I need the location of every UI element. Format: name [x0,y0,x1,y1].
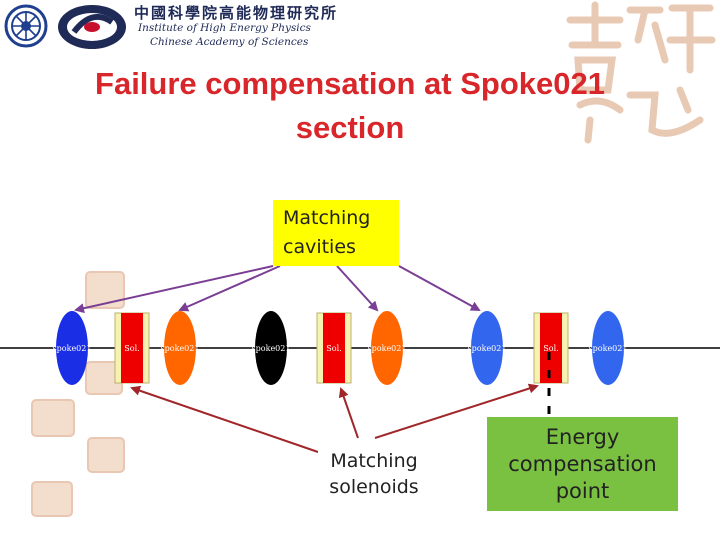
cavity-label: spoke021 [53,344,92,353]
matching-cavities-label: Matching cavities [273,200,399,266]
solenoid-core [121,313,143,383]
cavity-shape [56,311,88,385]
cas-seal-logo [4,4,48,48]
spoke-cavity-4: spoke021 [252,311,291,385]
calligraphy-decoration [566,1,716,144]
spoke-cavity-6: spoke021 [368,311,407,385]
cavity-shape [164,311,196,385]
solenoid-2: Sol. [114,312,150,384]
spoke-cavity-1: spoke021 [53,311,92,385]
arrow-to-cavity-3 [178,265,281,312]
solenoid-label: Sol. [543,344,558,353]
solenoid-label: Sol. [124,344,139,353]
title-line-2: section [295,110,405,145]
arrow-to-cavity-6 [336,265,379,312]
cavity-label: spoke021 [161,344,200,353]
cavity-shape [592,311,624,385]
arrow-to-solenoid-1 [130,385,319,453]
title-line-1: Failure compensation at Spoke021 [95,66,605,101]
cavity-label: spoke021 [368,344,407,353]
energy-compensation-label: Energy compensation point [487,417,678,511]
logo-english-line2: Chinese Academy of Sciences [150,36,309,48]
slide-title: Failure compensation at Spoke021 section [30,62,670,150]
spoke-cavity-3: spoke021 [161,311,200,385]
stamp-decoration [31,271,125,517]
solenoid-core [540,313,562,383]
institute-logo-text: 中國科學院高能物理研究所 Institute of High Energy Ph… [134,2,336,50]
solenoid-core [323,313,345,383]
arrow-to-solenoid-3 [374,383,539,439]
matching-solenoids-label: Matching solenoids [318,448,430,508]
cavity-shape [255,311,287,385]
solenoid-5: Sol. [316,312,352,384]
cavity-shape [471,311,503,385]
solenoid-8: Sol. [533,312,569,384]
cavity-label: spoke021 [252,344,291,353]
spoke-cavity-7: spoke021 [468,311,507,385]
cavity-label: spoke021 [468,344,507,353]
ihep-logo-icon [58,5,126,49]
spoke-cavity-9: spoke021 [589,311,628,385]
cavity-shape [371,311,403,385]
logo-chinese-name: 中國科學院高能物理研究所 [134,4,339,22]
arrow-to-cavity-1 [74,265,274,314]
arrow-to-solenoid-2 [338,387,359,439]
cavity-label: spoke021 [589,344,628,353]
logo-english-line1: Institute of High Energy Physics [138,22,311,34]
arrow-to-cavity-7 [398,265,481,311]
solenoid-label: Sol. [326,344,341,353]
